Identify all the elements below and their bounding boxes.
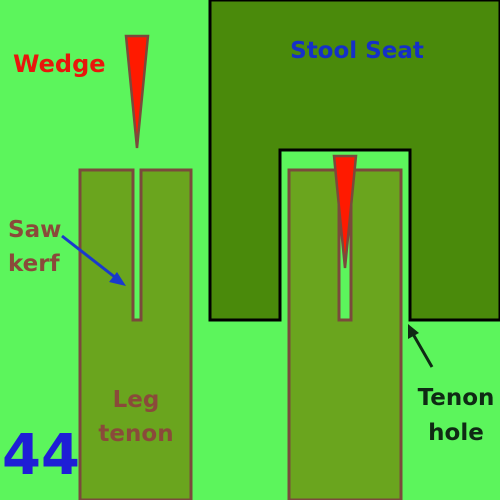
leg-label: Leg [113, 387, 160, 413]
wedge-label: Wedge [13, 50, 106, 78]
saw-label: Saw [8, 217, 61, 243]
saw-kerf-arrow-head [109, 272, 126, 286]
tenon-hole-label-1: Tenon [418, 385, 495, 411]
kerf-label: kerf [8, 251, 61, 277]
tenon-label: tenon [98, 421, 173, 447]
tenon-hole-arrow-head [408, 324, 419, 339]
wedge-right [332, 154, 358, 269]
figure-number: 44 [2, 423, 80, 488]
saw-kerf-arrow-shaft [61, 234, 117, 280]
wedge-left [124, 34, 150, 149]
stool-seat [208, 0, 500, 322]
tenon-hole-arrow-shaft [411, 333, 434, 368]
stool-seat-label: Stool Seat [290, 38, 424, 64]
leg-tenon-left [78, 168, 193, 500]
tenon-hole-label-2: hole [428, 420, 484, 446]
